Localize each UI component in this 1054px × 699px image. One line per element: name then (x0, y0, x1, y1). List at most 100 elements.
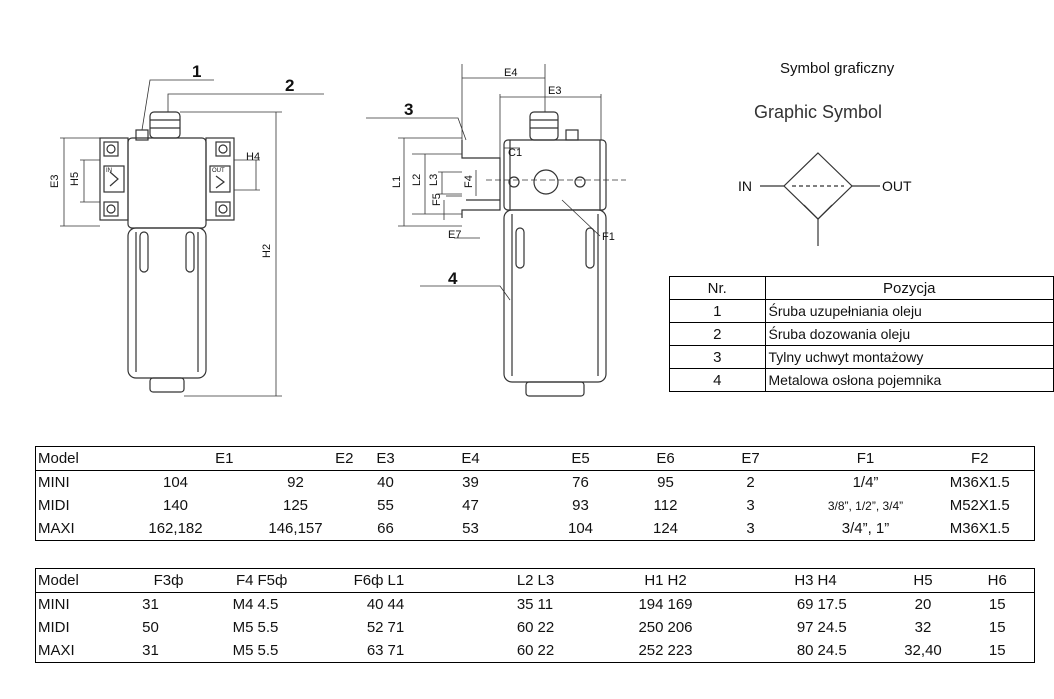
position-nr: 2 (669, 322, 766, 346)
graphic-symbol (760, 152, 880, 246)
table1-cell: MAXI (35, 517, 116, 541)
table2-cell: 252 (595, 639, 666, 663)
position-row: 3 Tylny uchwyt montażowy (669, 345, 1054, 369)
table1-header: F1 (805, 446, 926, 471)
table1-cell: 104 (162, 474, 189, 491)
table2-header: F5ф (255, 568, 316, 593)
dim-l1: L1 (391, 176, 403, 188)
table1-cell: 162,182 (115, 517, 236, 541)
table1-cell: 47 (462, 497, 479, 514)
table1-cell: MINI (35, 470, 116, 494)
position-label: Metalowa osłona pojemnika (764, 368, 1054, 392)
dim-l3: L3 (428, 174, 440, 186)
position-label: Śruba dozowania oleju (764, 322, 1054, 346)
table2-cell: 40 (366, 596, 384, 613)
table1-header: E1 (115, 446, 236, 471)
side-view (366, 64, 626, 397)
position-label: Tylny uchwyt montażowy (764, 345, 1054, 369)
table2-header: F4 (185, 568, 256, 593)
dim-e4: E4 (504, 67, 517, 79)
table1-cell: 53 (415, 517, 526, 541)
table2-cell: 31 (142, 596, 159, 613)
table2-row: MINI 31 M4 4.5 40 44 35 11 194 169 69 17… (35, 592, 1035, 616)
table2-header: H2 (665, 568, 746, 593)
table1-cell: M36X1.5 (925, 517, 1035, 541)
table2-cell: 63 (315, 639, 386, 663)
table1-header-row: Model E1 E2 E3 E4 E5 E6 E7 F1 F2 (35, 446, 1035, 471)
callout-2: 2 (285, 76, 294, 95)
table2-cell: 4.5 (257, 596, 279, 613)
table1-cell: 95 (657, 474, 674, 491)
dimensions-table-1: Model E1 E2 E3 E4 E5 E6 E7 F1 F2 MINI 10… (35, 446, 1035, 541)
dim-h4: H4 (246, 151, 260, 163)
table2-header: H5 (885, 568, 961, 593)
position-label: Śruba uzupełniania oleju (764, 299, 1054, 323)
table2-cell: 223 (665, 639, 746, 663)
table1-cell: 92 (287, 474, 304, 491)
position-row: 2 Śruba dozowania oleju (669, 322, 1054, 346)
table2-cell: 31 (115, 639, 186, 663)
table2-header-row: Model F3ф F4 F5ф F6ф L1 L2 L3 H1 H2 H3 H… (35, 568, 1035, 593)
dim-e3-left: E3 (49, 175, 61, 188)
front-view (60, 79, 324, 397)
callout-1: 1 (192, 62, 201, 81)
table1-header: E3 (355, 446, 416, 471)
table2-cell: 60 (465, 639, 536, 663)
table1-header: E4 (415, 446, 526, 471)
position-table: Nr. Pozycja 1 Śruba uzupełniania oleju 2… (669, 276, 1054, 392)
table2-header: F6ф (315, 568, 386, 593)
table2-header: Model (35, 568, 116, 593)
table2-row: MIDI 50 M5 5.5 52 71 60 22 250 206 97 24… (35, 616, 1035, 639)
table1-header: E2 (235, 446, 356, 471)
symbol-out-label: OUT (882, 178, 912, 194)
table1-cell: 3 (746, 497, 755, 514)
table2-cell: 5.5 (257, 619, 279, 636)
position-nr: 3 (669, 345, 766, 369)
front-in-port: IN (106, 168, 112, 174)
table2-header: H3 (745, 568, 816, 593)
table2-cell: 11 (537, 596, 554, 613)
table1-cell: 66 (355, 517, 416, 541)
table2-cell: 44 (387, 596, 405, 613)
table2-cell: 169 (667, 596, 693, 613)
table1-cell: 124 (635, 517, 696, 541)
table1-header: E6 (635, 446, 696, 471)
table2-header: H4 (815, 568, 886, 593)
table1-cell: M52X1.5 (925, 494, 1035, 517)
table1-row: MIDI 140 125 55 47 93 112 3 3/8”, 1/2”, … (35, 494, 1035, 517)
table2-cell: 32,40 (885, 639, 961, 663)
position-nr: 1 (669, 299, 766, 323)
table2-header: H1 (595, 568, 666, 593)
table2-cell: 20 (914, 596, 932, 613)
table2-cell: MIDI (35, 616, 116, 639)
dim-e7: E7 (448, 229, 461, 241)
table1-row: MAXI 162,182 146,157 66 53 104 124 3 3/4… (35, 517, 1035, 541)
dim-f4: F4 (463, 175, 475, 188)
table1-row: MINI 104 92 40 39 76 95 2 1/4” M36X1.5 (35, 470, 1035, 494)
table1-header: E5 (525, 446, 636, 471)
table1-cell: 112 (653, 497, 678, 514)
table1-cell: 2 (746, 474, 755, 491)
table2-cell: 71 (387, 619, 405, 636)
table2-header: L2 (465, 568, 536, 593)
table2-cell: 24.5 (815, 639, 886, 663)
table1-cell: 104 (525, 517, 636, 541)
table1-cell: 3 (695, 517, 806, 541)
dimensions-table-2: Model F3ф F4 F5ф F6ф L1 L2 L3 H1 H2 H3 H… (35, 568, 1035, 663)
dim-f1: F1 (602, 231, 615, 243)
table2-cell: 32 (914, 619, 932, 636)
position-header-label: Pozycja (764, 276, 1054, 300)
table1-header: Model (35, 446, 116, 471)
table1-cell: MIDI (35, 494, 116, 517)
table2-cell: M5 (185, 639, 256, 663)
dim-c1: C1 (508, 147, 522, 159)
dim-h2: H2 (261, 244, 273, 258)
table2-cell: MINI (35, 592, 116, 616)
table2-cell: 50 (142, 619, 159, 636)
table1-header: E7 (695, 446, 806, 471)
dim-h5: H5 (69, 172, 81, 186)
table2-cell: 194 (638, 596, 664, 613)
table2-cell: 17.5 (817, 596, 847, 613)
table2-cell: 71 (385, 639, 466, 663)
table2-cell: M5 (232, 619, 254, 636)
